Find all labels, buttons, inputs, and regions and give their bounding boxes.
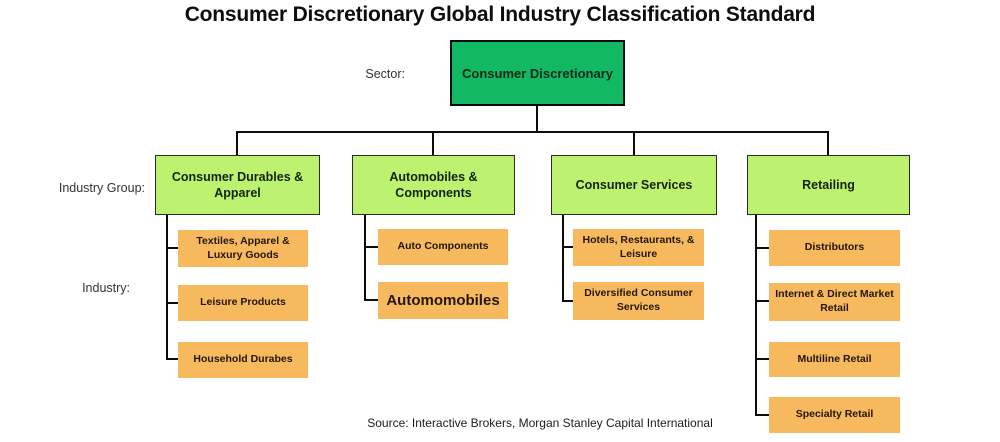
industry-group-box: Automobiles & Components — [352, 155, 515, 215]
connector-line — [633, 131, 635, 155]
industry-box: Automomobiles — [378, 282, 508, 319]
connector-line — [755, 300, 769, 302]
connector-line — [562, 300, 573, 302]
industry-group-level-label: Industry Group: — [58, 181, 145, 195]
connector-line — [166, 215, 168, 360]
page-title: Consumer Discretionary Global Industry C… — [184, 3, 816, 26]
industry-box: Internet & Direct Market Retail — [769, 283, 900, 321]
connector-line — [364, 215, 366, 301]
connector-line — [562, 246, 573, 248]
connector-line — [432, 131, 434, 155]
industry-level-label: Industry: — [82, 281, 130, 295]
sector-level-label: Sector: — [365, 67, 405, 81]
connector-line — [755, 358, 769, 360]
connector-line — [755, 414, 769, 416]
industry-box: Diversified Consumer Services — [573, 282, 704, 320]
connector-line — [755, 247, 769, 249]
industry-box: Multiline Retail — [769, 342, 900, 377]
connector-line — [166, 358, 178, 360]
industry-box: Textiles, Apparel & Luxury Goods — [178, 230, 308, 267]
connector-line — [364, 299, 378, 301]
connector-line — [536, 106, 538, 132]
connector-line — [562, 215, 564, 301]
industry-box: Hotels, Restaurants, & Leisure — [573, 229, 704, 266]
connector-line — [364, 246, 378, 248]
industry-group-box: Consumer Services — [551, 155, 717, 215]
industry-box: Distributors — [769, 230, 900, 266]
connector-line — [166, 302, 178, 304]
connector-line — [166, 247, 178, 249]
industry-box: Specialty Retail — [769, 397, 900, 433]
connector-line — [236, 131, 829, 133]
connector-line — [827, 131, 829, 155]
industry-box: Auto Components — [378, 229, 508, 265]
industry-box: Leisure Products — [178, 285, 308, 321]
industry-group-box: Retailing — [747, 155, 910, 215]
connector-line — [236, 131, 238, 155]
industry-group-box: Consumer Durables & Apparel — [155, 155, 320, 215]
industry-box: Household Durabes — [178, 342, 308, 378]
connector-line — [755, 215, 757, 415]
source-attribution: Source: Interactive Brokers, Morgan Stan… — [367, 416, 713, 430]
sector-box: Consumer Discretionary — [450, 40, 625, 106]
